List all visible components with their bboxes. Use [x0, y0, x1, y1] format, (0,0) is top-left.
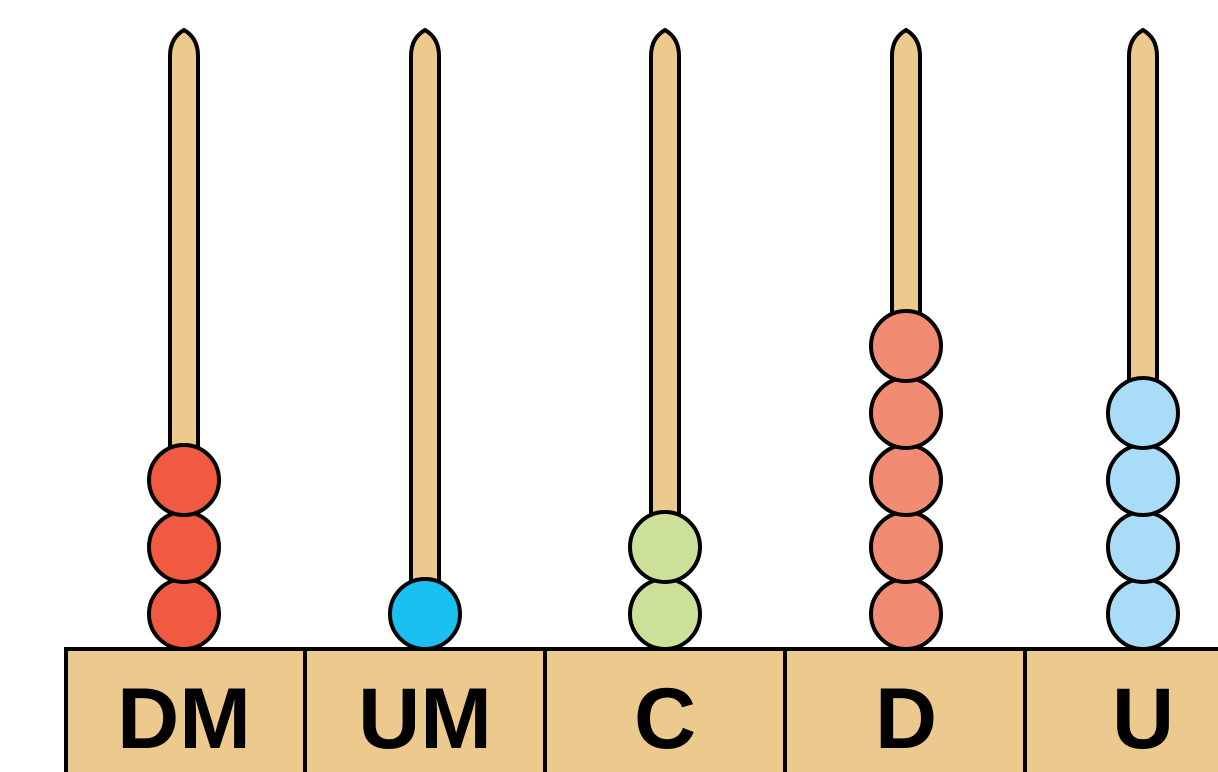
bead-um: [388, 577, 462, 651]
bead-dm: [147, 510, 221, 584]
bead-d: [869, 443, 943, 517]
bead-dm: [147, 577, 221, 651]
rod-um: [409, 27, 441, 651]
column-label-d: D: [875, 671, 937, 767]
bead-u: [1106, 443, 1180, 517]
bead-d: [869, 376, 943, 450]
column-label-u: U: [1112, 671, 1174, 767]
abacus-beads: [147, 309, 1180, 651]
bead-u: [1106, 376, 1180, 450]
bead-c: [628, 510, 702, 584]
base-dividers: [303, 649, 1027, 772]
bead-d: [869, 577, 943, 651]
column-label-dm: DM: [117, 671, 251, 767]
bead-u: [1106, 577, 1180, 651]
bead-dm: [147, 443, 221, 517]
abacus-base: DM UM C D U: [64, 647, 1218, 772]
column-labels: DM UM C D U: [117, 671, 1174, 767]
column-label-um: UM: [358, 671, 492, 767]
bead-c: [628, 577, 702, 651]
column-label-c: C: [634, 671, 696, 767]
bead-d: [869, 510, 943, 584]
bead-u: [1106, 510, 1180, 584]
rod-c: [649, 27, 681, 651]
bead-d: [869, 309, 943, 383]
